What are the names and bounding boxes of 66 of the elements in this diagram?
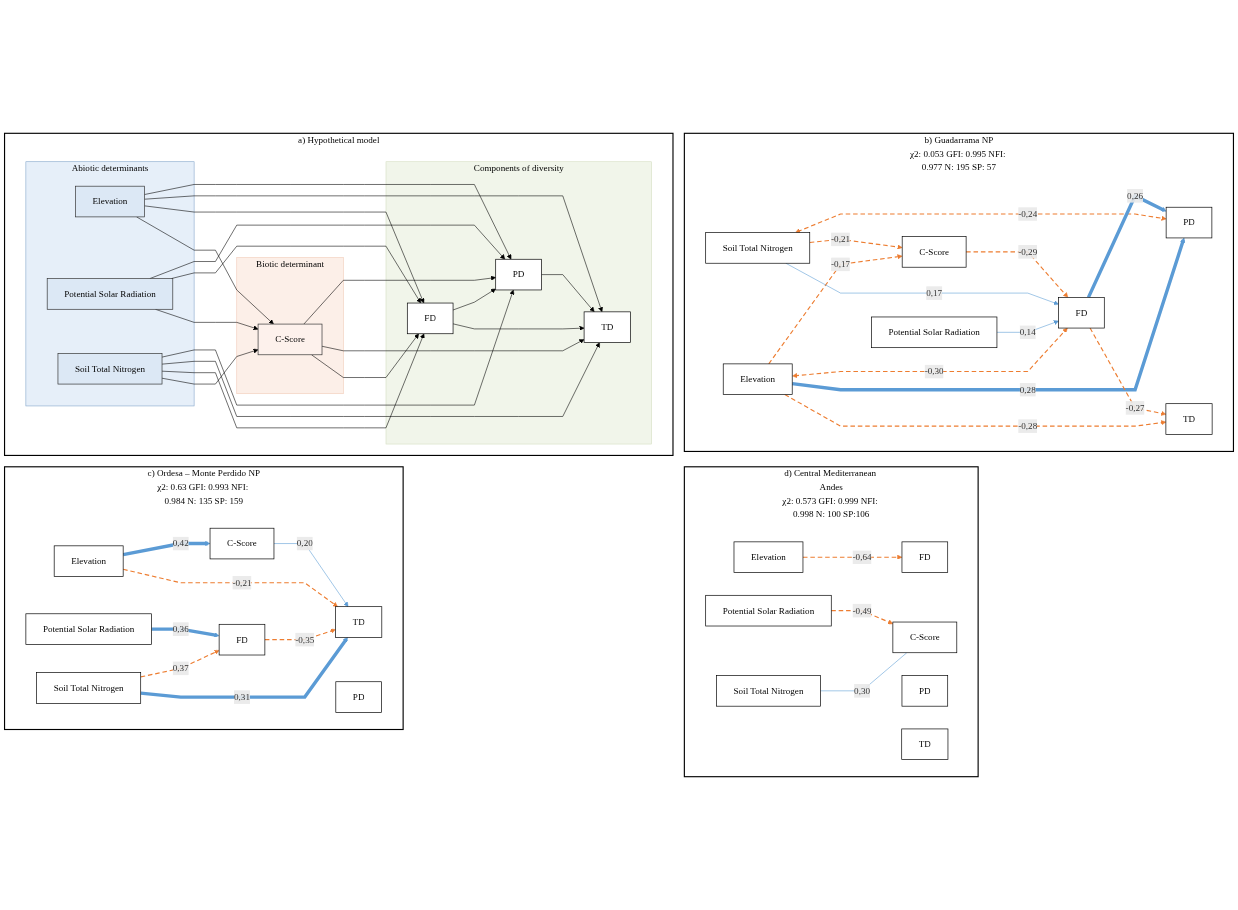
node-box: Soil Total Nitrogen [716,675,821,707]
node-box: Potential Solar Radiation [25,613,152,645]
node-box: Potential Solar Radiation [705,594,832,627]
node-box: Elevation [733,541,804,573]
node-box: Potential Solar Radiation [46,278,174,310]
edge-label: -0,28 [1018,421,1038,431]
node-box: TD [335,606,383,638]
edge-label: -0,49 [852,605,872,616]
node-box: Elevation [75,185,145,218]
node-box: FD [1058,297,1105,329]
edge-label: -0,24 [1018,208,1038,219]
edge-label: -0,21 [232,577,252,588]
edge-label: 0,30 [854,685,871,696]
edge-label: 0,26 [1127,190,1144,201]
node-box: Soil Total Nitrogen [705,232,811,264]
node-box: Soil Total Nitrogen [36,672,142,704]
arrow [809,238,903,250]
node-box: Elevation [722,363,793,395]
arrow [965,251,1069,298]
edge-label: 0,17 [926,287,943,298]
node-box: FD [218,623,266,656]
node-box: PD [901,675,949,707]
edge-label: -0,27 [1125,402,1145,413]
arrow [264,628,336,641]
connector [820,652,908,692]
arrow [830,610,894,625]
node-box: FD [406,302,454,335]
node-box: TD [583,311,631,343]
node-box: TD [1165,403,1213,435]
arrow [768,254,903,365]
arrow [795,213,1167,234]
arrow [122,568,338,607]
arrow [792,237,1186,392]
arrow [122,541,211,557]
edge-label: -0,21 [831,234,851,244]
node-box: C-Score [901,236,967,268]
node-box: Soil Total Nitrogen [57,353,163,385]
arrow [802,554,903,560]
arrow [151,627,220,638]
arrow [784,394,1167,427]
arrow [140,637,348,699]
edge-label: 0,20 [296,538,313,549]
arrow [140,650,220,678]
edge-label: 0,36 [172,624,189,634]
node-box: TD [901,728,949,760]
node-box: C-Score [257,323,323,356]
node-box: C-Score [209,527,275,560]
edge-label: -0,30 [924,366,944,377]
edge-label: 0,28 [1019,384,1036,395]
edge-label: -0,17 [831,259,851,269]
node-box: PD [495,258,542,291]
node-box: C-Score [892,621,958,654]
node-box: PD [335,681,382,713]
edge-label: 0,37 [172,663,189,673]
edge-label: 0,31 [234,691,250,702]
arrow [1089,327,1167,416]
node-box: FD [901,541,949,573]
edge-label: -0,29 [1018,246,1038,257]
node-box: PD [1165,206,1213,239]
node-box: Potential Solar Radiation [871,316,998,348]
edge-label: 0,42 [172,538,189,549]
edge-label: 0,14 [1019,327,1036,337]
edge-label: -0,64 [852,552,872,562]
node-box: Elevation [53,545,124,577]
arrow [792,327,1068,379]
edge-label: -0,35 [295,634,315,645]
